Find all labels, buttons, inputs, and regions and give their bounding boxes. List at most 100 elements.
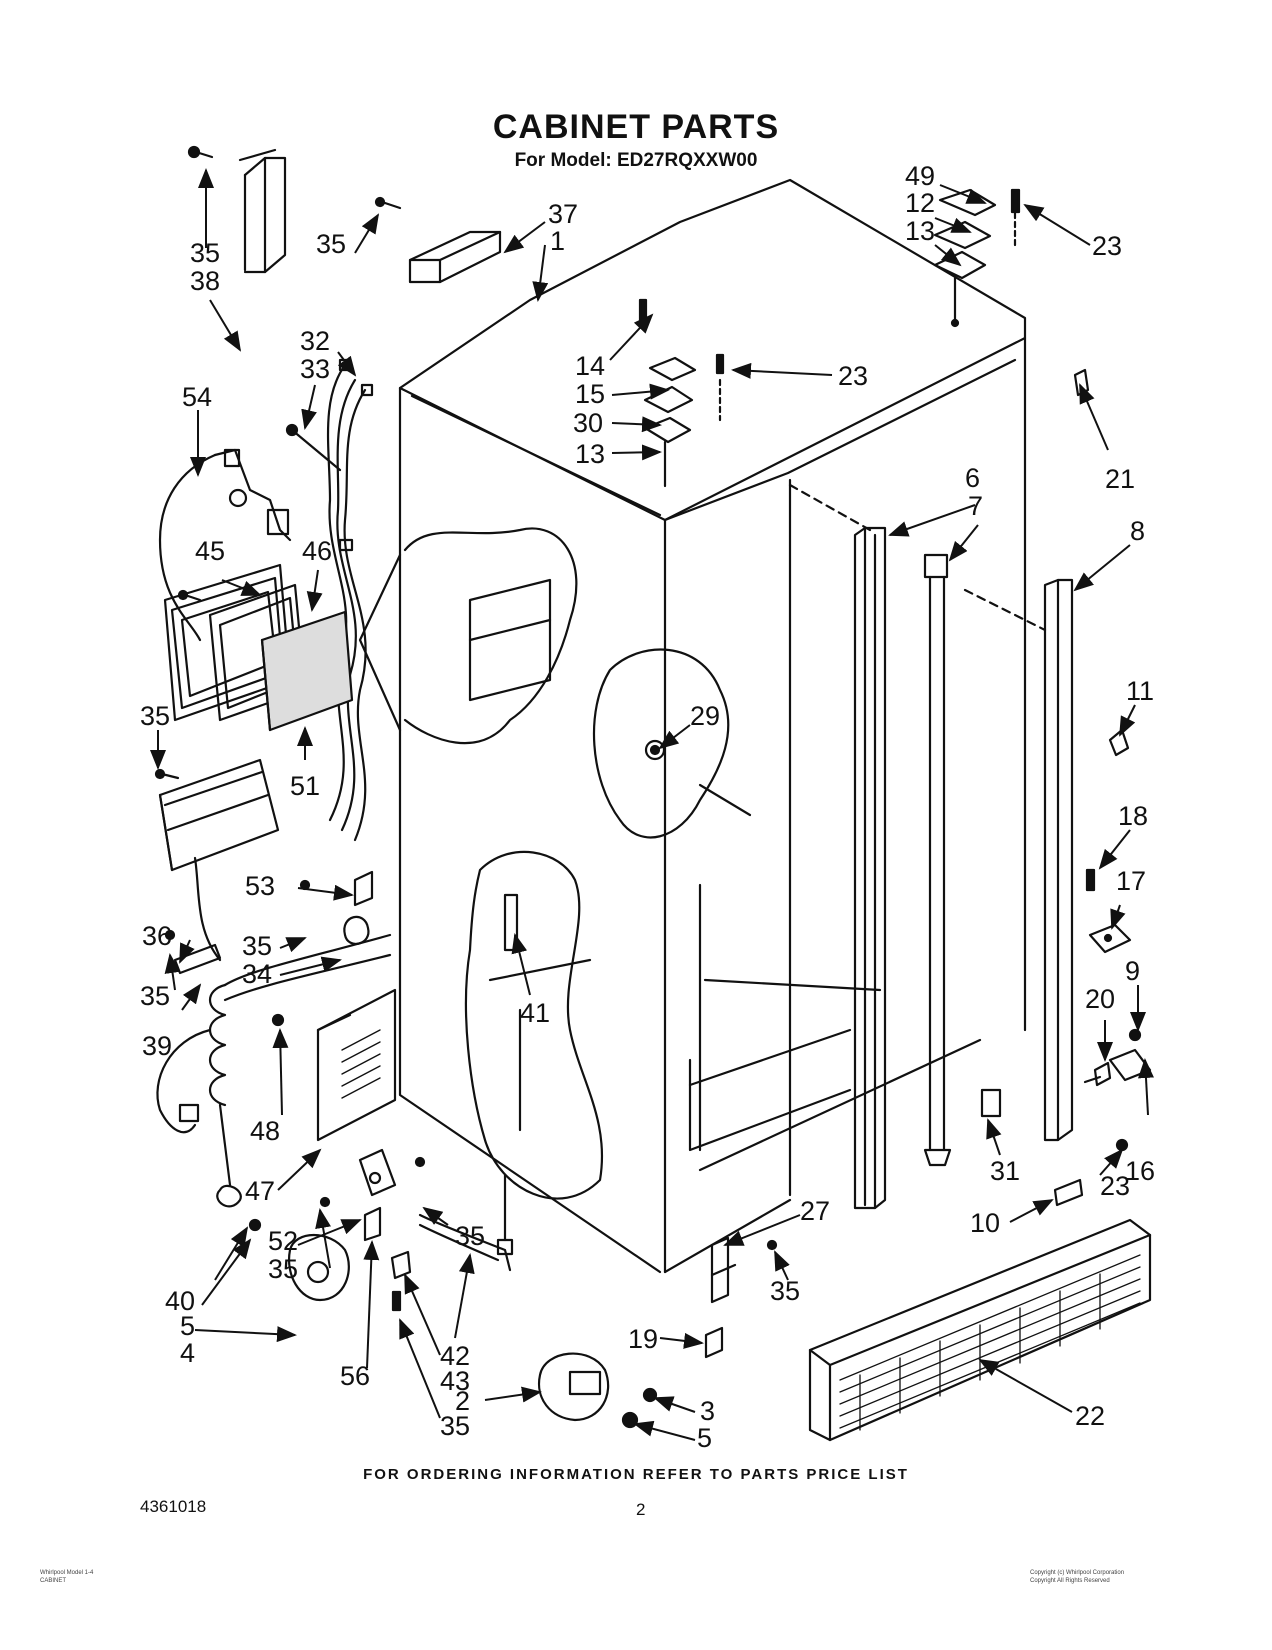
bottom-right-note-line-2: Copyright All Rights Reserved (1030, 1578, 1110, 1584)
part-label: 36 (142, 921, 172, 951)
part-label: 9 (1125, 956, 1140, 986)
ordering-info-note: FOR ORDERING INFORMATION REFER TO PARTS … (363, 1466, 909, 1483)
part-label: 48 (250, 1116, 280, 1146)
part-label: 23 (1100, 1171, 1130, 1201)
part-panel-51 (260, 610, 354, 732)
part-label: 23 (1092, 231, 1122, 261)
part-bracket-39 (164, 929, 222, 975)
part-label: 54 (182, 382, 212, 412)
part-label: 2 (455, 1386, 470, 1416)
part-clip-21 (1073, 368, 1090, 397)
model-subtitle: For Model: ED27RQXXW00 (514, 150, 758, 171)
part-clip-53 (353, 870, 374, 907)
part-roller-4 (248, 1196, 350, 1302)
part-grille-22 (808, 1218, 1152, 1442)
part-block-17 (1085, 868, 1132, 954)
part-label: 1 (550, 226, 565, 256)
part-label: 35 (440, 1411, 470, 1441)
bottom-left-note-line-1: Whirlpool Model 1-4 (40, 1570, 94, 1576)
part-label: 35 (190, 238, 220, 268)
part-label: 27 (800, 1196, 830, 1226)
part-label: 12 (905, 188, 935, 218)
part-label: 7 (968, 491, 983, 521)
part-label: 16 (1125, 1156, 1155, 1186)
part-label: 13 (905, 216, 935, 246)
part-bracket-19 (704, 1326, 724, 1359)
part-label: 47 (245, 1176, 275, 1206)
part-label: 31 (990, 1156, 1020, 1186)
page-title: CABINET PARTS (492, 108, 780, 146)
cabinet-cutout-middle (592, 648, 752, 839)
part-control-box-47 (271, 988, 397, 1142)
part-label: 35 (770, 1276, 800, 1306)
part-label: 39 (142, 1031, 172, 1061)
part-label: 33 (300, 354, 330, 384)
part-label: 23 (838, 361, 868, 391)
part-label: 52 (268, 1226, 298, 1256)
screw-35-panel (177, 589, 202, 602)
part-label: 37 (548, 199, 578, 229)
bottom-right-note-line-1: Copyright (c) Whirlpool Corporation (1030, 1570, 1125, 1576)
part-label: 32 (300, 326, 330, 356)
part-label: 22 (1075, 1401, 1105, 1431)
part-label: 40 (165, 1286, 195, 1316)
part-bracket-27 (710, 1236, 778, 1304)
part-cord-40 (156, 933, 392, 1208)
part-bracket-37 (408, 230, 502, 284)
part-label: 3 (700, 1396, 715, 1426)
document-number: 4361018 (140, 1497, 207, 1516)
part-hinge-52 (358, 1148, 426, 1197)
part-roller-2 (537, 1352, 658, 1429)
part-channel-38 (238, 148, 287, 274)
part-label: 46 (302, 536, 332, 566)
part-label: 35 (242, 931, 272, 961)
screw-35-lower-panel (154, 768, 180, 780)
part-clip-11 (1108, 728, 1130, 757)
part-label: 13 (575, 439, 605, 469)
part-label: 14 (575, 351, 605, 381)
part-label: 30 (573, 408, 603, 438)
screw-35-upper-left (187, 145, 214, 159)
part-label: 42 (440, 1341, 470, 1371)
part-label: 49 (905, 161, 935, 191)
part-label: 35 (140, 981, 170, 1011)
part-channel-6 (853, 526, 887, 1210)
part-rail-7 (923, 553, 952, 1167)
part-label: 4 (180, 1338, 195, 1368)
part-heater-54 (158, 448, 292, 642)
part-label: 21 (1105, 464, 1135, 494)
part-label: 34 (242, 959, 272, 989)
part-label: 38 (190, 266, 220, 296)
part-label: 6 (965, 463, 980, 493)
part-label: 45 (195, 536, 225, 566)
part-label: 20 (1085, 984, 1115, 1014)
page-number: 2 (636, 1500, 646, 1519)
part-label: 5 (180, 1311, 195, 1341)
leader-lines (150, 168, 1154, 1441)
part-bracket-56 (363, 1206, 382, 1242)
hinge-stack-middle (638, 298, 725, 488)
part-label: 53 (245, 871, 275, 901)
cabinet-cutout-lower (464, 850, 604, 1200)
screw-35-top (374, 196, 402, 210)
part-label: 43 (440, 1366, 470, 1396)
part-label: 35 (455, 1221, 485, 1251)
part-label: 11 (1126, 676, 1154, 706)
part-label: 41 (520, 998, 550, 1028)
part-label: 56 (340, 1361, 370, 1391)
cabinet-outline (398, 178, 1027, 1274)
part-clamp-34 (299, 879, 370, 945)
part-label: 8 (1130, 516, 1145, 546)
part-label: 10 (970, 1208, 1000, 1238)
part-label: 17 (1116, 866, 1146, 896)
part-screw-29 (644, 739, 666, 761)
part-label: 5 (697, 1423, 712, 1453)
part-panel-36 (158, 758, 280, 962)
part-label: 35 (316, 229, 346, 259)
part-label: 29 (690, 701, 720, 731)
part-label: 18 (1118, 801, 1148, 831)
part-channel-8 (1043, 578, 1074, 1142)
cabinet-cutout-upper (358, 527, 578, 745)
